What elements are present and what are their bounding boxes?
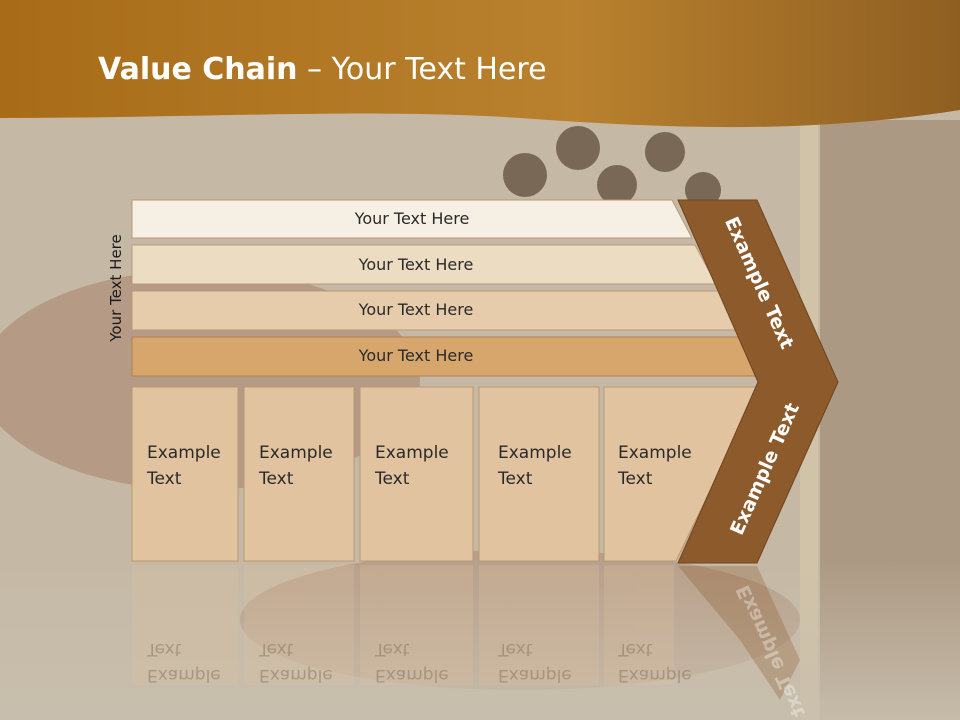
row-4-label: Your Text Here	[358, 346, 474, 365]
row-1-label: Your Text Here	[354, 209, 470, 228]
title-bold: Value Chain	[98, 52, 298, 87]
title-rest: – Your Text Here	[297, 52, 547, 87]
row-2-label: Your Text Here	[358, 255, 474, 274]
page-title: Value Chain – Your Text Here	[98, 52, 547, 87]
side-label: Your Text Here	[107, 234, 125, 342]
row-3-label: Your Text Here	[358, 300, 474, 319]
